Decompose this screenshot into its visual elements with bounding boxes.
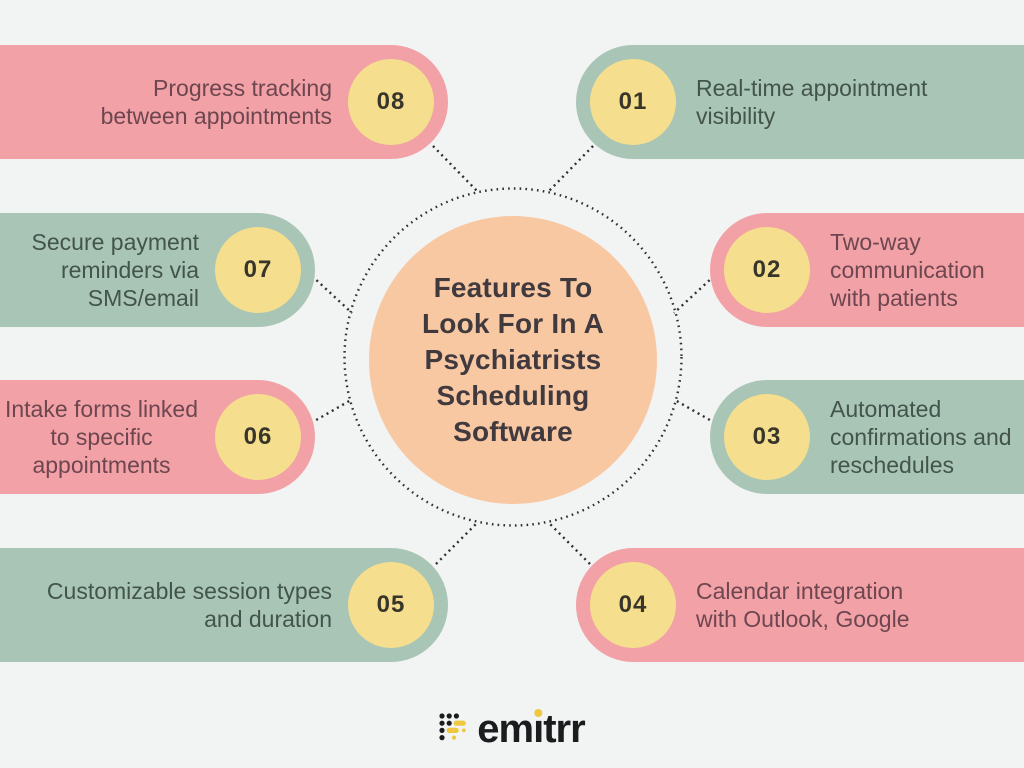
feature-label-04: Calendar integration with Outlook, Googl… [696, 578, 910, 632]
connector-05 [435, 521, 479, 565]
connector-02 [673, 275, 715, 314]
feature-number-04: 04 [618, 591, 648, 618]
wordmark-part-after-i: trr [543, 707, 585, 751]
wordmark-part-before-i: em [477, 707, 534, 751]
feature-pill-08: Progress tracking between appointments 0… [0, 45, 448, 159]
feature-pill-03: 03 Automated confirmations and reschedul… [710, 380, 1024, 494]
connector-06 [310, 398, 352, 425]
feature-pill-07: Secure payment reminders via SMS/email 0… [0, 213, 315, 327]
feature-number-07: 07 [243, 256, 273, 283]
feature-label-08: Progress tracking between appointments [100, 75, 332, 129]
feature-number-03: 03 [752, 423, 782, 450]
feature-label-03: Automated confirmations and reschedules [830, 396, 1012, 478]
feature-badge-03: 03 [724, 394, 810, 480]
feature-badge-01: 01 [590, 59, 676, 145]
feature-pill-02: 02 Two-way communication with patients [710, 213, 1024, 327]
feature-pill-04: 04 Calendar integration with Outlook, Go… [576, 548, 1024, 662]
connector-03 [674, 398, 716, 425]
wordmark-i-yellow-dot: ı [533, 707, 544, 751]
feature-label-01: Real-time appointment visibility [696, 75, 928, 129]
feature-pill-01: 01 Real-time appointment visibility [576, 45, 1024, 159]
center-circle: Features To Look For In A Psychiatrists … [369, 216, 657, 504]
feature-label-07: Secure payment reminders via SMS/email [31, 229, 199, 311]
feature-badge-02: 02 [724, 227, 810, 313]
feature-number-08: 08 [376, 88, 406, 115]
feature-label-06: Intake forms linked to specific appointm… [4, 396, 199, 478]
feature-pill-05: Customizable session types and duration … [0, 548, 448, 662]
connector-08 [432, 145, 479, 193]
feature-label-05: Customizable session types and duration [46, 578, 332, 632]
feature-badge-06: 06 [215, 394, 301, 480]
feature-number-02: 02 [752, 256, 782, 283]
feature-badge-08: 08 [348, 59, 434, 145]
feature-number-06: 06 [243, 423, 273, 450]
feature-label-02: Two-way communication with patients [830, 229, 985, 311]
emitrr-logo-icon [439, 713, 467, 741]
feature-number-01: 01 [618, 88, 648, 115]
feature-badge-05: 05 [348, 562, 434, 648]
dotted-ring [343, 187, 683, 527]
feature-number-05: 05 [376, 591, 406, 618]
connector-04 [547, 521, 591, 565]
infographic-title: Features To Look For In A Psychiatrists … [422, 272, 604, 447]
feature-badge-04: 04 [590, 562, 676, 648]
connector-07 [311, 275, 353, 314]
feature-badge-07: 07 [215, 227, 301, 313]
feature-pill-06: Intake forms linked to specific appointm… [0, 380, 315, 494]
connector-01 [547, 145, 594, 193]
